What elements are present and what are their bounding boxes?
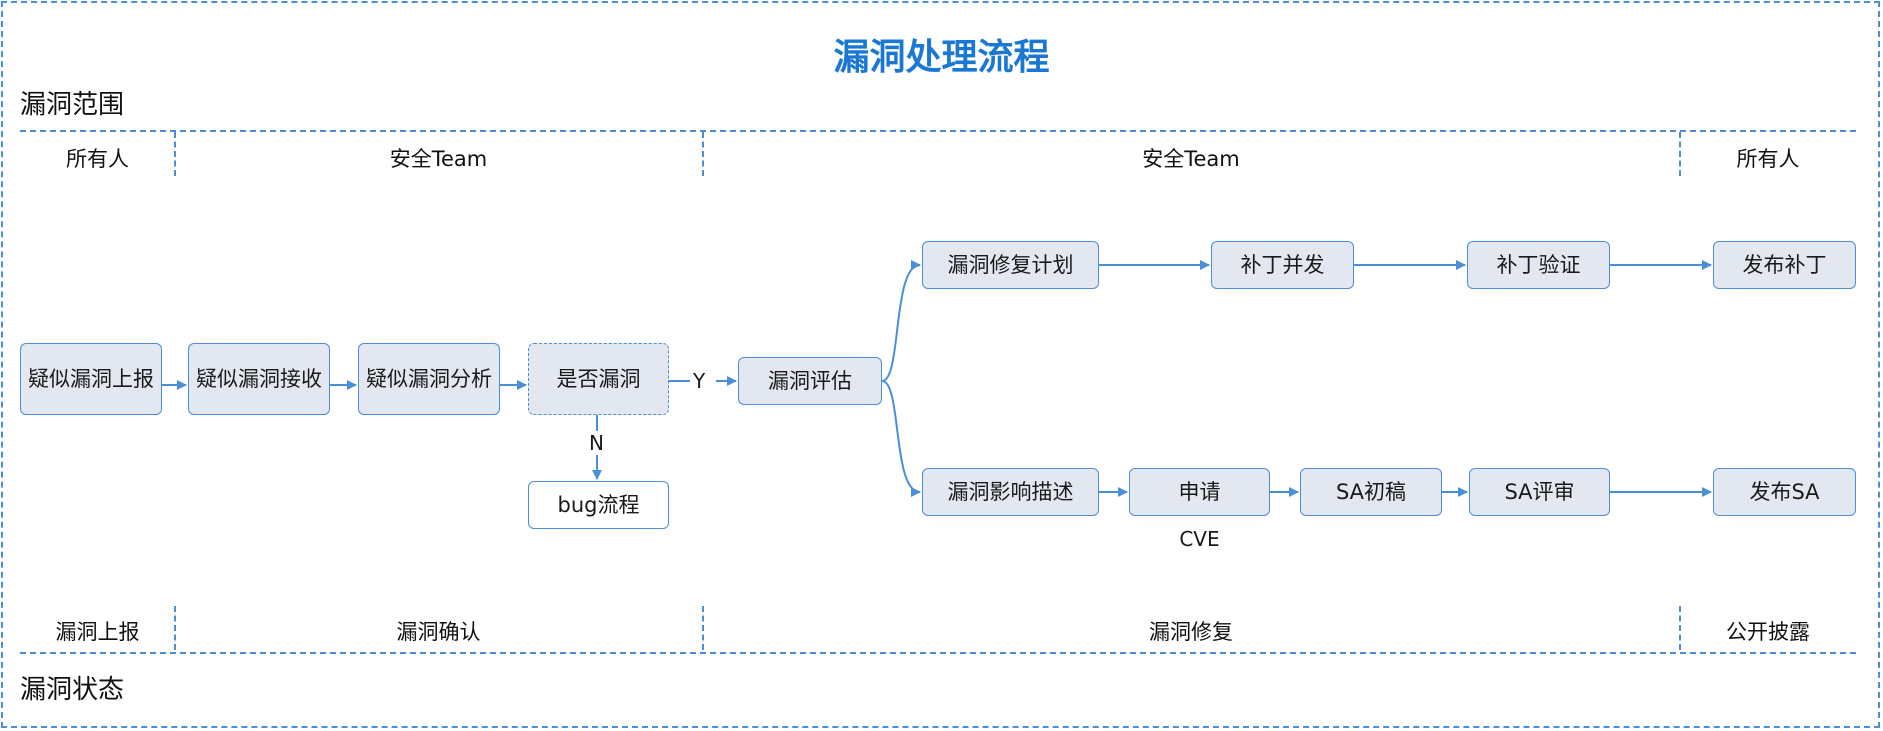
phase-fix: 漏洞修复 bbox=[1149, 620, 1233, 644]
node-bug-flow: bug流程 bbox=[528, 481, 669, 529]
status-section-label: 漏洞状态 bbox=[20, 675, 125, 705]
edge-assess-impact bbox=[881, 380, 921, 497]
node-publish-patch: 发布补丁 bbox=[1713, 241, 1856, 289]
owner-lane-2: 安全Team bbox=[389, 147, 488, 171]
owner-separator bbox=[174, 132, 176, 176]
edge-assess-fixplan bbox=[881, 260, 921, 382]
node-report: 疑似漏洞上报 bbox=[20, 343, 162, 415]
node-assess: 漏洞评估 bbox=[738, 357, 882, 405]
phase-confirm: 漏洞确认 bbox=[396, 620, 481, 644]
owner-separator bbox=[702, 132, 704, 176]
node-patch-verify: 补丁验证 bbox=[1467, 241, 1610, 289]
diagram-title: 漏洞处理流程 bbox=[833, 37, 1050, 78]
status-divider bbox=[20, 652, 1856, 654]
phase-separator bbox=[1679, 606, 1681, 650]
phase-separator bbox=[702, 606, 704, 650]
node-patch-dev: 补丁并发 bbox=[1211, 241, 1354, 289]
phase-disclose: 公开披露 bbox=[1726, 620, 1810, 644]
node-receive: 疑似漏洞接收 bbox=[188, 343, 330, 415]
scope-section-label: 漏洞范围 bbox=[20, 90, 125, 120]
cve-note: CVE bbox=[1179, 527, 1220, 551]
scope-divider bbox=[20, 130, 1856, 132]
node-analyze: 疑似漏洞分析 bbox=[358, 343, 500, 415]
edge-label-yes: Y bbox=[693, 369, 706, 393]
owner-lane-1: 所有人 bbox=[66, 147, 129, 171]
phase-report: 漏洞上报 bbox=[55, 620, 140, 644]
node-publish-sa: 发布SA bbox=[1713, 468, 1856, 516]
edge-label-no: N bbox=[589, 431, 604, 455]
owner-separator bbox=[1679, 132, 1681, 176]
node-sa-draft: SA初稿 bbox=[1300, 468, 1442, 516]
node-impact-desc: 漏洞影响描述 bbox=[922, 468, 1099, 516]
owner-lane-3: 安全Team bbox=[1142, 147, 1240, 171]
node-is-vulnerability: 是否漏洞 bbox=[528, 343, 669, 415]
owner-lane-4: 所有人 bbox=[1736, 147, 1800, 171]
node-fix-plan: 漏洞修复计划 bbox=[922, 241, 1099, 289]
node-apply: 申请 bbox=[1129, 468, 1270, 516]
node-sa-review: SA评审 bbox=[1469, 468, 1610, 516]
phase-separator bbox=[174, 606, 176, 650]
